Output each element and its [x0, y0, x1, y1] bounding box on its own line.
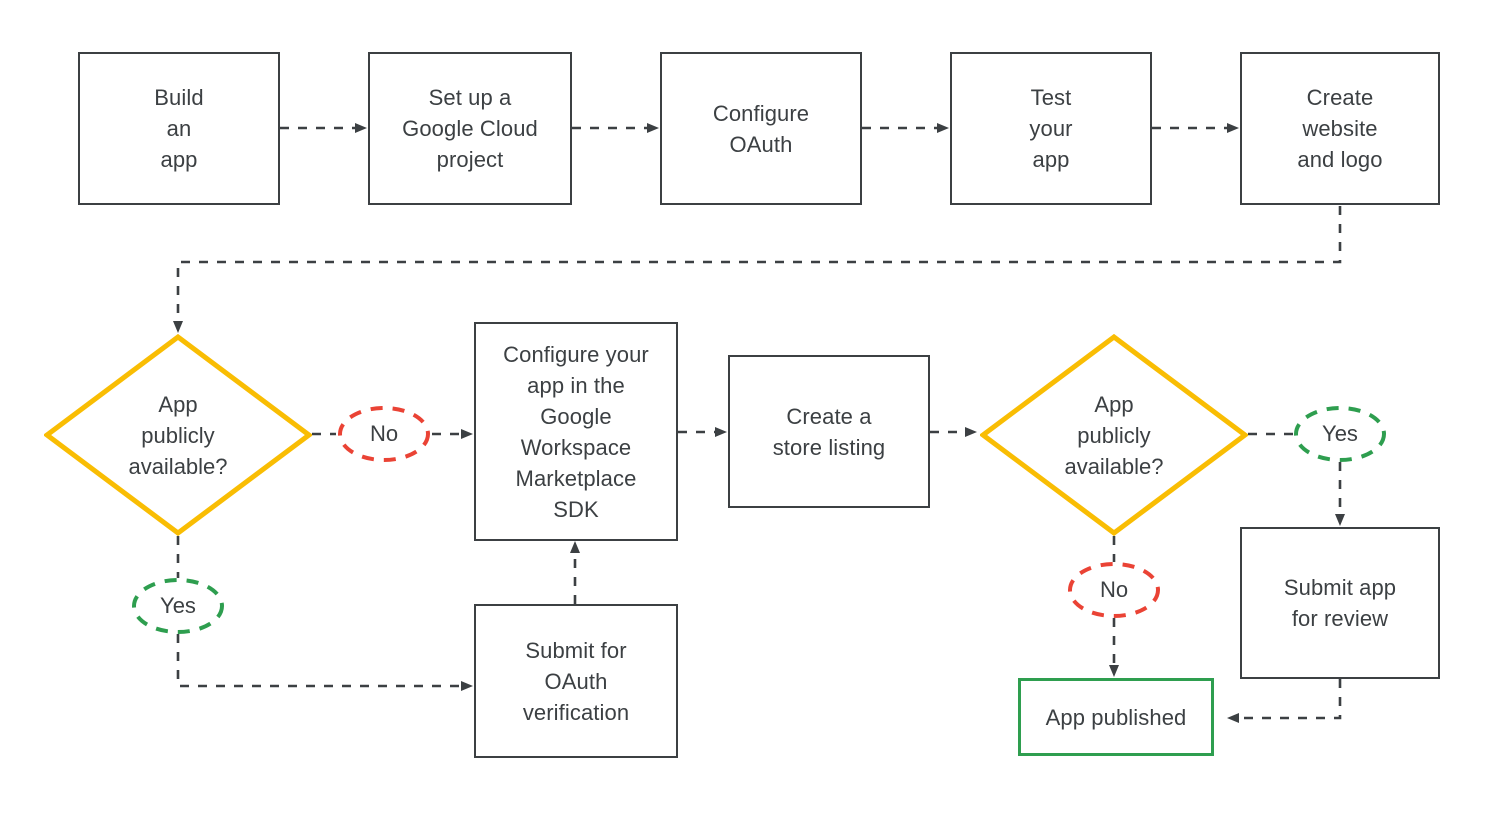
edge-label-no-left: No: [336, 404, 432, 464]
decision-line: publicly: [141, 422, 215, 448]
node-line: project: [436, 147, 504, 172]
edge-label-text: Yes: [160, 593, 196, 618]
decision-line: publicly: [1077, 422, 1151, 448]
ellipse-outline-icon: [1294, 406, 1386, 462]
edge-submit-review-to-app-published: [1227, 679, 1342, 723]
decision-line: App: [158, 391, 198, 417]
node-submit-app-for-review[interactable]: Submit app for review: [1240, 527, 1440, 679]
node-line: Configure your: [503, 341, 649, 367]
node-configure-app-in-marketplace-sdk[interactable]: Configure your app in the Google Workspa…: [474, 322, 678, 541]
edge-label-yes-left: Yes: [130, 576, 226, 636]
node-set-up-google-cloud-project[interactable]: Set up a Google Cloud project: [368, 52, 572, 205]
node-line: Marketplace: [515, 465, 637, 491]
edge-label-text: No: [369, 421, 399, 446]
node-line: Set up a: [428, 85, 512, 110]
node-line: Test: [1030, 85, 1072, 110]
node-line: Submit app: [1283, 575, 1397, 600]
decision-line: App: [1094, 391, 1134, 417]
node-line: Workspace: [520, 434, 632, 460]
decision-app-publicly-available-left[interactable]: App publicly available?: [44, 334, 312, 536]
node-line: Google Cloud: [402, 116, 538, 141]
node-line: and logo: [1297, 147, 1383, 172]
diamond-shape-icon: [44, 334, 312, 536]
edge-yes-to-oauth-verification: [176, 634, 473, 691]
node-build-an-app[interactable]: Build an app: [78, 52, 280, 205]
node-create-a-store-listing[interactable]: Create a store listing: [728, 355, 930, 508]
node-line: Build: [154, 85, 204, 110]
edge-label-text: Yes: [1322, 421, 1358, 446]
node-line: Configure: [712, 100, 810, 126]
node-line: Submit for: [525, 637, 627, 663]
node-line: Google: [540, 403, 612, 429]
node-line: website: [1302, 116, 1378, 141]
node-line: app: [1032, 147, 1070, 172]
decision-line: available?: [128, 453, 228, 479]
edge-label-no-right: No: [1066, 560, 1162, 620]
node-line: store listing: [772, 434, 886, 460]
node-create-website-and-logo[interactable]: Create website and logo: [1240, 52, 1440, 205]
node-line: Create a: [786, 403, 872, 429]
diamond-shape-icon: [980, 334, 1248, 536]
node-line: your: [1029, 116, 1073, 141]
node-line: OAuth: [544, 668, 608, 694]
node-line: SDK: [553, 496, 599, 522]
decision-line: available?: [1064, 453, 1164, 479]
ellipse-outline-icon: [132, 578, 224, 634]
node-line: OAuth: [729, 131, 793, 157]
node-line: App published: [1045, 704, 1187, 730]
edge-label-yes-right: Yes: [1292, 404, 1388, 464]
node-line: for review: [1291, 606, 1389, 631]
node-app-published[interactable]: App published: [1018, 678, 1214, 756]
node-line: app: [160, 147, 198, 172]
node-line: an: [166, 116, 192, 141]
node-line: Create: [1306, 85, 1374, 110]
node-line: verification: [522, 699, 630, 725]
edge-website-to-decision-left: [173, 206, 1342, 333]
node-test-your-app[interactable]: Test your app: [950, 52, 1152, 205]
ellipse-outline-icon: [1068, 562, 1160, 618]
node-configure-oauth[interactable]: Configure OAuth: [660, 52, 862, 205]
edge-label-text: No: [1099, 577, 1129, 602]
node-submit-for-oauth-verification[interactable]: Submit for OAuth verification: [474, 604, 678, 758]
ellipse-outline-icon: [338, 406, 430, 462]
decision-app-publicly-available-right[interactable]: App publicly available?: [980, 334, 1248, 536]
node-line: app in the: [527, 372, 625, 398]
